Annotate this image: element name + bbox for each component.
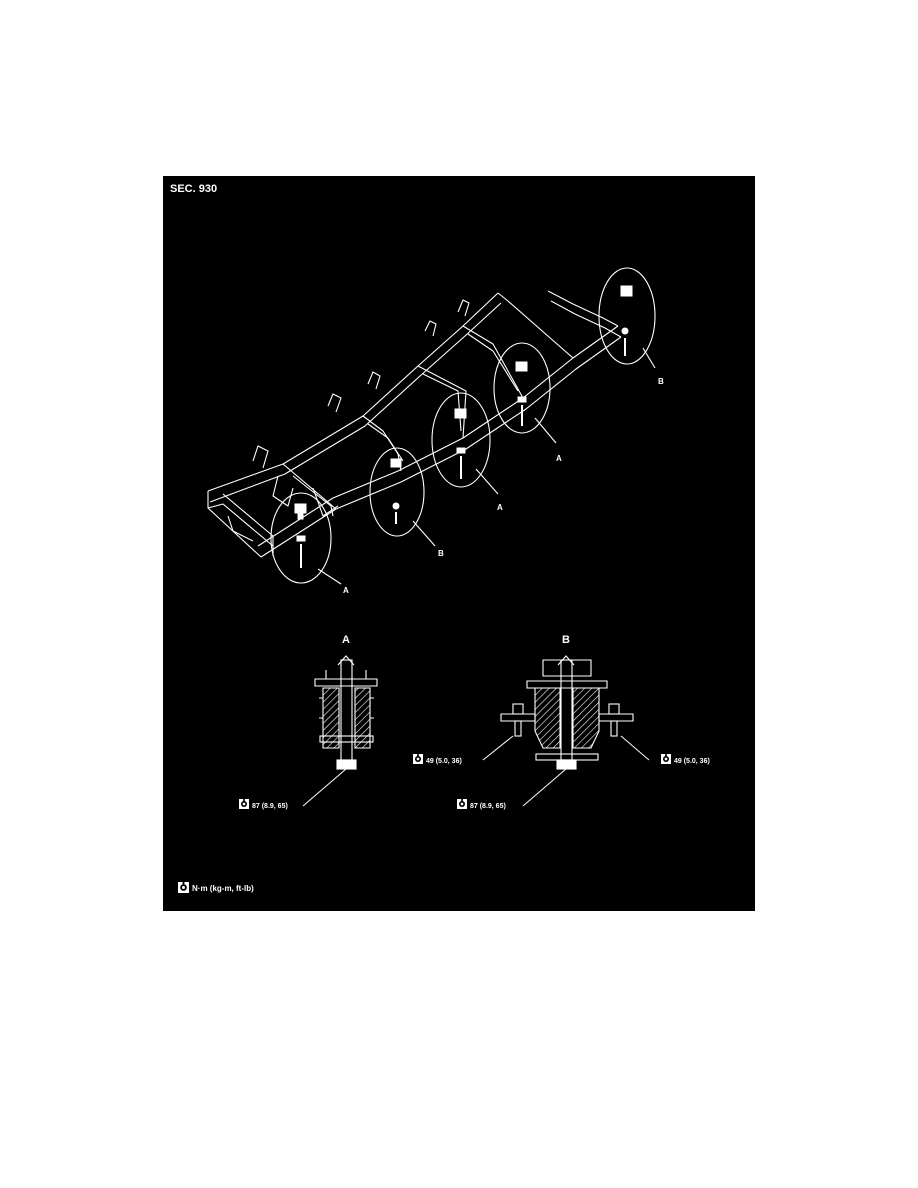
section-label: SEC. 930 xyxy=(170,183,217,195)
callout-b2: B xyxy=(658,377,664,386)
detail-a-heading: A xyxy=(342,634,350,646)
diagram-figure: SEC. 930 xyxy=(163,176,755,911)
detail-b-torque-center: 87 (8.9, 65) xyxy=(470,803,506,810)
units-legend: N·m (kg-m, ft-lb) xyxy=(178,882,254,893)
callout-a3: A xyxy=(556,454,562,463)
detail-b-heading: B xyxy=(562,634,570,646)
detail-b: B 87 (8.9, 65) 49 xyxy=(413,634,710,810)
legend-units: N·m (kg-m, ft-lb) xyxy=(192,884,254,893)
callout-ellipse-a2 xyxy=(431,392,491,488)
torque-wrench-icon xyxy=(178,882,189,893)
callout-ellipse-b1 xyxy=(369,447,425,537)
detail-a-torque: 87 (8.9, 65) xyxy=(252,803,288,810)
callout-a2: A xyxy=(497,503,503,512)
detail-b-torque-right: 49 (5.0, 36) xyxy=(674,758,710,765)
callout-ellipse-a1 xyxy=(270,492,332,584)
callout-ellipse-a3 xyxy=(493,342,551,434)
frame-mount-diagram: SEC. 930 xyxy=(170,183,710,893)
detail-a: A 87 (8.9, 65) xyxy=(239,634,378,810)
chassis-frame xyxy=(207,290,622,558)
callout-ellipse-b2 xyxy=(598,267,656,365)
mount-hardware xyxy=(294,285,633,568)
mount-callouts xyxy=(270,267,656,585)
detail-b-torque-left: 49 (5.0, 36) xyxy=(426,758,462,765)
callout-b1: B xyxy=(438,549,444,558)
callout-a1: A xyxy=(343,586,349,595)
